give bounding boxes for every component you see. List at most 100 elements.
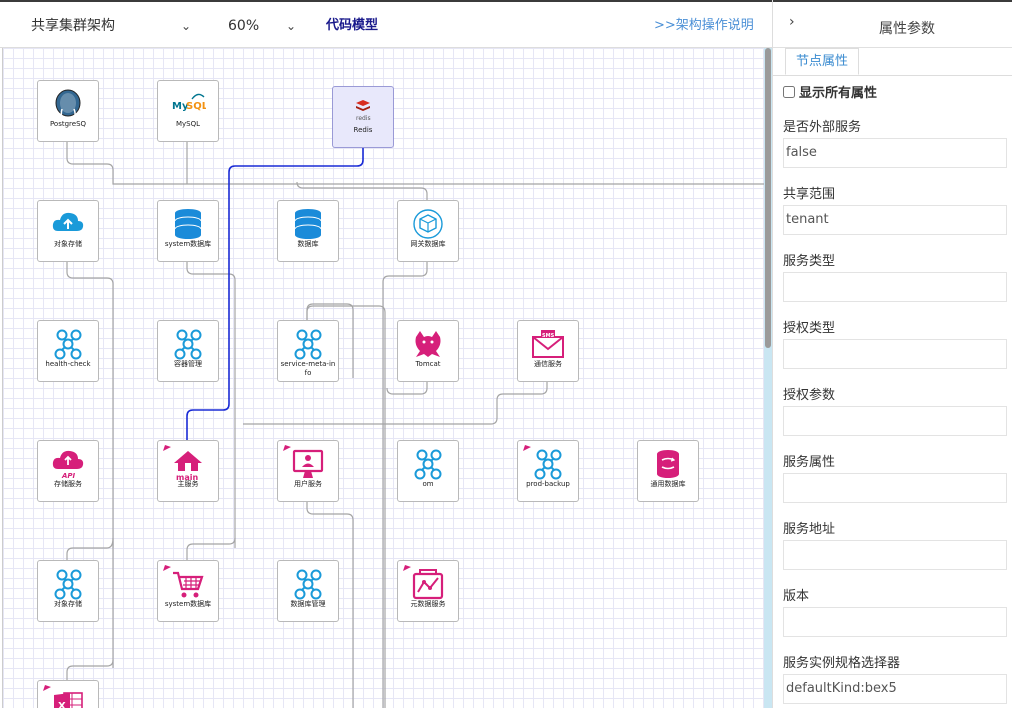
redis-logo-icon: redis bbox=[356, 100, 371, 122]
field-auth-params[interactable] bbox=[783, 406, 1007, 436]
node-label: system数据库 bbox=[164, 600, 212, 608]
node-system-db[interactable]: system数据库 bbox=[157, 200, 219, 262]
cluster-select[interactable]: 共享集群架构 ⌄ bbox=[31, 12, 191, 40]
node-gateway-db[interactable]: 网关数据库 bbox=[397, 200, 459, 262]
svg-text:redis: redis bbox=[356, 115, 371, 122]
node-health-check[interactable]: health-check bbox=[37, 320, 99, 382]
node-tomcat[interactable]: Tomcat bbox=[397, 320, 459, 382]
database-icon bbox=[174, 209, 202, 239]
zoom-select-value: 60% bbox=[228, 18, 260, 34]
chevron-down-icon: ⌄ bbox=[180, 19, 191, 33]
node-object-storage[interactable]: 对象存储 bbox=[37, 200, 99, 262]
field-auth-type[interactable] bbox=[783, 339, 1007, 369]
flag-icon bbox=[43, 685, 51, 691]
service-node-icon bbox=[414, 449, 442, 480]
field-share-scope[interactable]: tenant bbox=[783, 205, 1007, 235]
excel-icon: X bbox=[54, 692, 83, 708]
chevron-down-icon: ⌄ bbox=[285, 19, 296, 33]
field-instance-selector[interactable]: defaultKind:bex5 bbox=[783, 674, 1007, 704]
field-label-share-scope: 共享范围 bbox=[783, 187, 836, 202]
node-system-db-2[interactable]: system数据库 bbox=[157, 560, 219, 622]
node-prod-backup[interactable]: prod-backup bbox=[517, 440, 579, 502]
canvas-scrollbar-thumb[interactable] bbox=[765, 48, 771, 348]
cube-network-icon bbox=[413, 209, 443, 239]
node-redis[interactable]: redis Redis bbox=[332, 86, 394, 148]
field-label-instance-selector: 服务实例规格选择器 bbox=[783, 656, 901, 671]
field-label-service-attrs: 服务属性 bbox=[783, 455, 836, 470]
field-external-service[interactable]: false bbox=[783, 138, 1007, 168]
service-node-icon bbox=[174, 329, 202, 360]
node-sms[interactable]: SMS 通信服务 bbox=[517, 320, 579, 382]
node-label: 通信服务 bbox=[534, 360, 562, 368]
show-all-label: 显示所有属性 bbox=[799, 86, 878, 101]
node-label: 数据库 bbox=[297, 240, 319, 248]
node-postgresql[interactable]: PostgreSQ bbox=[37, 80, 99, 142]
node-container-mgmt[interactable]: 容器管理 bbox=[157, 320, 219, 382]
node-object-storage-2[interactable]: 对象存储 bbox=[37, 560, 99, 622]
box-chart-icon bbox=[412, 569, 444, 600]
node-label: 容器管理 bbox=[174, 360, 202, 368]
node-label: Tomcat bbox=[415, 360, 441, 368]
node-label: om bbox=[422, 480, 434, 488]
svg-text:My: My bbox=[172, 101, 189, 112]
flag-icon bbox=[283, 445, 291, 451]
help-link[interactable]: >>架构操作说明 bbox=[654, 18, 754, 33]
field-label-external: 是否外部服务 bbox=[783, 120, 862, 135]
node-label: 通用数据库 bbox=[650, 480, 686, 488]
cluster-select-value: 共享集群架构 bbox=[31, 18, 115, 34]
node-label: PostgreSQ bbox=[49, 120, 87, 128]
field-service-type[interactable] bbox=[783, 272, 1007, 302]
node-excel[interactable]: X bbox=[37, 680, 99, 708]
node-service-meta-info[interactable]: service-meta-info bbox=[277, 320, 339, 382]
field-service-attrs[interactable] bbox=[783, 473, 1007, 503]
cloud-upload-icon bbox=[52, 212, 84, 231]
field-label-auth-params: 授权参数 bbox=[783, 388, 836, 403]
node-database[interactable]: 数据库 bbox=[277, 200, 339, 262]
shopping-cart-icon bbox=[173, 571, 204, 598]
service-node-icon bbox=[294, 329, 322, 360]
mysql-dolphin-icon: My SQL bbox=[172, 93, 206, 112]
zoom-select[interactable]: 60% ⌄ bbox=[228, 12, 296, 40]
chevron-right-icon[interactable]: › bbox=[789, 14, 795, 30]
field-label-service-type: 服务类型 bbox=[783, 254, 836, 269]
flag-icon bbox=[523, 445, 531, 451]
node-storage-service[interactable]: API 存储服务 bbox=[37, 440, 99, 502]
panel-title: 属性参数 bbox=[879, 21, 935, 37]
field-service-address[interactable] bbox=[783, 540, 1007, 570]
svg-text:main: main bbox=[176, 473, 198, 481]
code-model-link[interactable]: 代码模型 bbox=[326, 18, 379, 33]
field-label-service-address: 服务地址 bbox=[783, 522, 836, 537]
tab-divider bbox=[773, 75, 1012, 76]
field-version[interactable] bbox=[783, 607, 1007, 637]
node-label: 用户服务 bbox=[294, 480, 322, 488]
canvas-scrollbar-track[interactable] bbox=[764, 48, 772, 708]
svg-text:API: API bbox=[61, 472, 76, 480]
node-label: service-meta-info bbox=[280, 360, 336, 377]
panel-header: › 属性参数 bbox=[773, 0, 1012, 48]
sms-envelope-icon: SMS bbox=[532, 330, 564, 358]
diagram-canvas[interactable]: PostgreSQ My SQL MySQL redis Redis 对象存储 bbox=[2, 48, 764, 708]
tab-node-properties[interactable]: 节点属性 bbox=[785, 48, 860, 75]
node-user-service[interactable]: 用户服务 bbox=[277, 440, 339, 502]
node-main-service[interactable]: main 主服务 bbox=[157, 440, 219, 502]
node-om[interactable]: om bbox=[397, 440, 459, 502]
node-label: 网关数据库 bbox=[410, 240, 446, 248]
api-cloud-icon: API bbox=[52, 450, 84, 480]
svg-text:SMS: SMS bbox=[542, 333, 555, 339]
postgresql-elephant-icon bbox=[55, 89, 81, 120]
node-label: 主服务 bbox=[177, 480, 199, 488]
node-common-db[interactable]: 通用数据库 bbox=[637, 440, 699, 502]
node-db-mgmt[interactable]: 数据库管理 bbox=[277, 560, 339, 622]
show-all-checkbox-label[interactable]: 显示所有属性 bbox=[783, 82, 877, 101]
database-sync-icon bbox=[657, 450, 679, 478]
toolbar: 共享集群架构 ⌄ 60% ⌄ 代码模型 >>架构操作说明 bbox=[0, 0, 772, 48]
field-label-auth-type: 授权类型 bbox=[783, 321, 836, 336]
node-label: 数据库管理 bbox=[290, 600, 326, 608]
service-node-icon bbox=[54, 329, 82, 360]
node-label: prod-backup bbox=[526, 480, 570, 488]
node-mysql[interactable]: My SQL MySQL bbox=[157, 80, 219, 142]
svg-text:X: X bbox=[58, 701, 66, 708]
service-node-icon bbox=[294, 569, 322, 600]
show-all-checkbox[interactable] bbox=[783, 86, 795, 98]
node-meta-service[interactable]: 元数据服务 bbox=[397, 560, 459, 622]
